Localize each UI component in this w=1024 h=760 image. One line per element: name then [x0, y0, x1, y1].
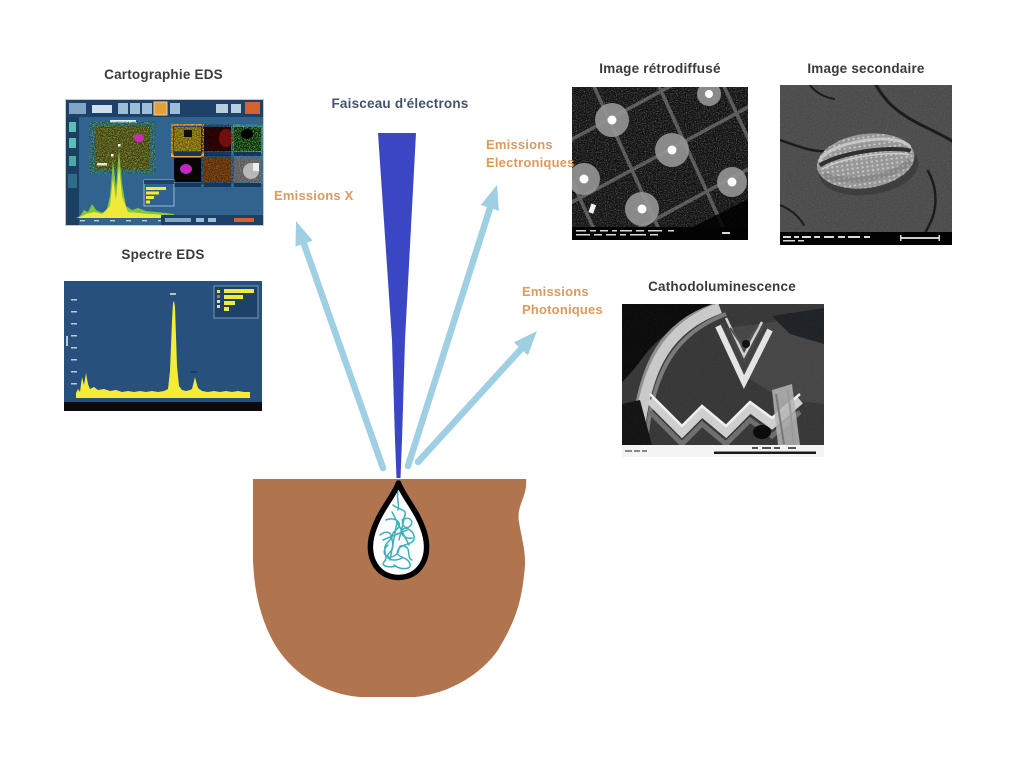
eds-sidebar	[66, 117, 79, 225]
label-emissions-electroniques: Emissions Electroniques	[486, 136, 575, 172]
backscattered-image	[572, 87, 748, 240]
label-emissions-photoniques-line1: Emissions	[522, 284, 589, 299]
spectrum-legend-panel	[213, 285, 259, 319]
bsd-info-bar	[572, 227, 748, 240]
arrow-emissions-electroniques	[404, 185, 499, 470]
caption-cartographie-eds: Cartographie EDS	[104, 67, 223, 82]
label-emissions-electroniques-line1: Emissions	[486, 137, 553, 152]
spectrum-axis-ticks	[66, 299, 77, 385]
arrowhead-photoniques-icon	[513, 331, 537, 356]
cl-caption-strip	[622, 445, 824, 457]
arrow-emissions-x	[295, 221, 387, 472]
eds-map-thumbnails	[171, 124, 261, 187]
caption-spectre-eds: Spectre EDS	[121, 247, 205, 262]
spectrum-trace	[76, 301, 250, 398]
caption-image-secondaire: Image secondaire	[807, 61, 925, 76]
label-emissions-electroniques-line2: Electroniques	[486, 155, 575, 170]
pollen-grain	[817, 133, 919, 196]
electron-beam	[378, 133, 416, 478]
caption-faisceau-electrons: Faisceau d'électrons	[331, 96, 469, 111]
eds-bottom-strip	[161, 215, 263, 225]
label-emissions-photoniques: Emissions Photoniques	[522, 283, 603, 319]
arrowhead-x-icon	[295, 221, 313, 247]
eds-mini-spectrum	[76, 144, 174, 222]
emission-arrows	[295, 185, 537, 472]
label-emissions-x: Emissions X	[274, 188, 354, 203]
electron-trajectories	[379, 491, 415, 570]
caption-cathodoluminescence: Cathodoluminescence	[648, 279, 796, 294]
sample-block	[253, 479, 527, 697]
particle-blobs	[572, 87, 747, 226]
label-emissions-photoniques-line2: Photoniques	[522, 302, 603, 317]
eds-toolbar	[66, 100, 263, 117]
se-info-bar	[780, 232, 952, 245]
caption-image-retrodiffuse: Image rétrodiffusé	[599, 61, 721, 76]
eds-quant-panel	[143, 179, 175, 207]
arrow-emissions-photoniques	[414, 331, 537, 466]
eds-main-map	[95, 120, 150, 169]
arrowhead-electroniques-icon	[480, 185, 499, 211]
cathodoluminescence-image	[622, 304, 824, 457]
eds-cartography-screenshot	[65, 99, 264, 226]
secondary-electron-image	[780, 85, 952, 245]
eds-spectrum-image	[64, 281, 262, 411]
